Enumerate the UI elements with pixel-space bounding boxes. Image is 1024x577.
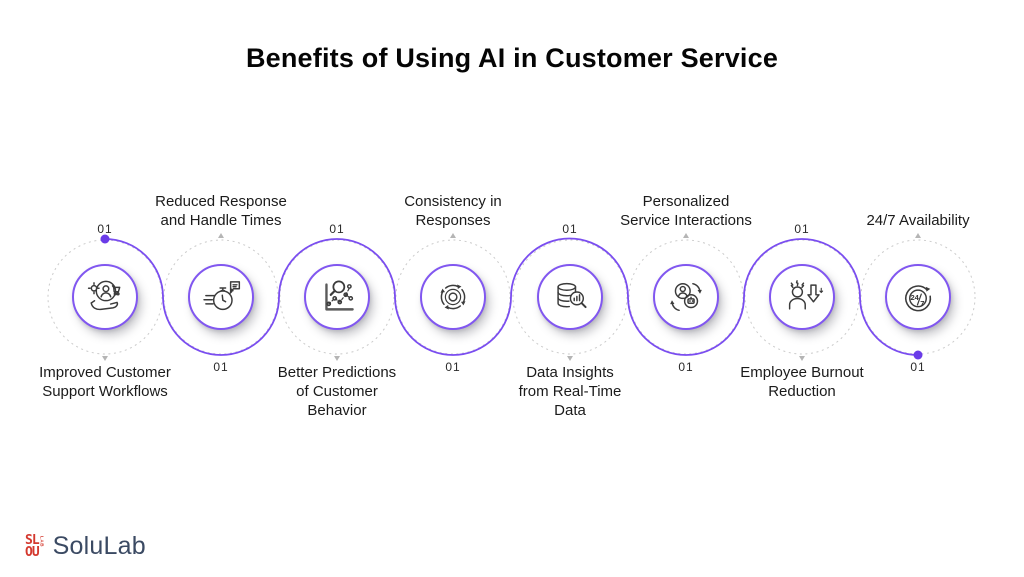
database-magnifier-icon — [537, 264, 603, 330]
benefit-label: Reduced Response and Handle Times — [155, 193, 287, 230]
24-7-clock-icon: 24 7 — [885, 264, 951, 330]
benefit-label: Better Predictions of Customer Behavior — [277, 364, 397, 419]
brand-name: SoluLab — [52, 532, 146, 560]
benefit-item-better-predictions: 01 Better Predictions of Customer Behavi… — [232, 0, 442, 577]
page-title: Benefits of Using AI in Customer Service — [245, 43, 779, 73]
benefit-item-reduced-response-times: Reduced Response and Handle Times 01 — [116, 0, 326, 577]
benefit-item-data-insights: 01 Data Insights from Real-Time Data — [465, 0, 675, 577]
customer-support-hand-icon — [72, 264, 138, 330]
benefit-label: Data Insights from Real-Time Data — [518, 364, 622, 419]
svg-text:7: 7 — [920, 299, 924, 308]
step-number: 01 — [445, 360, 461, 374]
benefit-item-burnout-reduction: 01 Employee Burnout Reduction — [697, 0, 907, 577]
benefit-item-personalized-interactions: Personalized Service Interactions 01 — [581, 0, 791, 577]
benefit-label: 24/7 Availability — [866, 212, 970, 230]
benefit-label: Employee Burnout Reduction — [740, 364, 864, 400]
step-number: 01 — [97, 222, 113, 236]
benefit-item-improved-workflows: 01 Improved Customer Support Workflows — [0, 0, 210, 577]
step-number: 01 — [562, 222, 578, 236]
benefit-label: Personalized Service Interactions — [620, 193, 752, 230]
logo-mark-top: SL — [25, 532, 40, 548]
benefit-item-consistency: Consistency in Responses — [348, 0, 558, 577]
human-bot-exchange-icon — [653, 264, 719, 330]
step-number: 01 — [213, 360, 229, 374]
benefit-label: Improved Customer Support Workflows — [39, 364, 171, 400]
benefit-label: Consistency in Responses — [404, 193, 502, 230]
step-number: 01 — [794, 222, 810, 236]
logo-mark-side: LAB — [39, 535, 45, 547]
chart-magnifier-icon — [304, 264, 370, 330]
step-number: 01 — [910, 360, 926, 374]
cycle-arrows-icon — [420, 264, 486, 330]
step-number: 01 — [329, 222, 345, 236]
benefit-item-24-7-availability: 24/7 Availability 24 7 01 — [813, 0, 1023, 577]
solulab-logo-mark-icon: SL OU LAB — [25, 532, 45, 560]
solulab-logo: SL OU LAB SoluLab — [25, 532, 146, 561]
logo-mark-bottom: OU — [25, 544, 40, 560]
stopwatch-speed-icon — [188, 264, 254, 330]
step-number: 01 — [678, 360, 694, 374]
svg-text:24: 24 — [910, 293, 919, 302]
burnout-person-icon — [769, 264, 835, 330]
